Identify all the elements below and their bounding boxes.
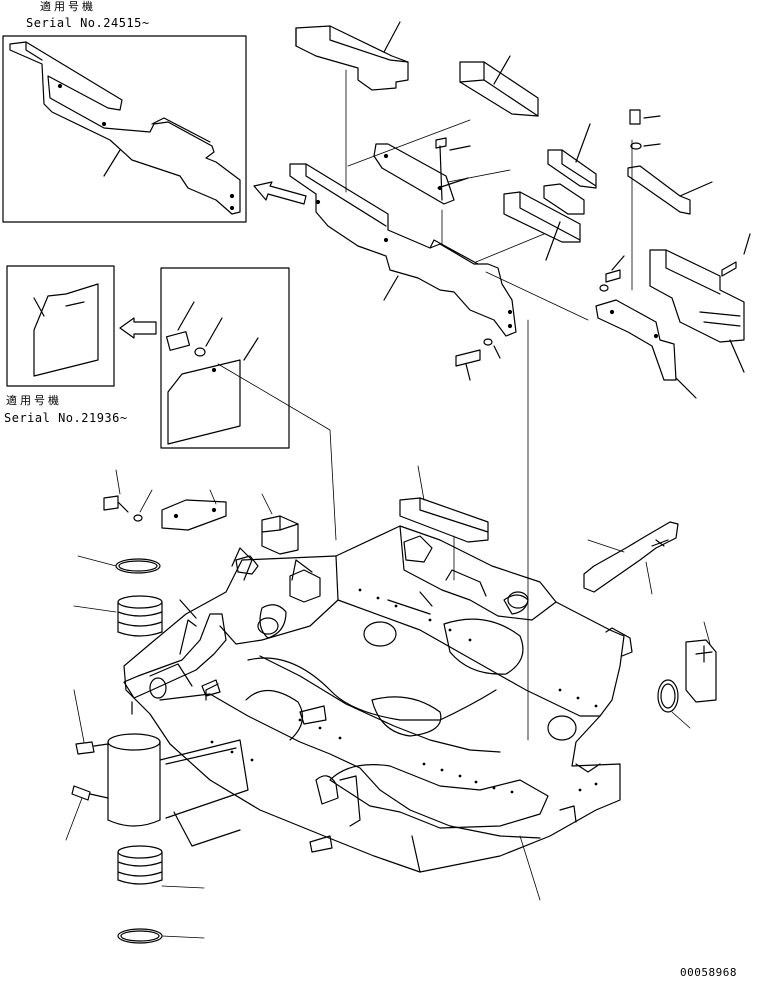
bolt-washer-upper bbox=[436, 138, 500, 380]
bracket-right-upper bbox=[628, 166, 712, 214]
cover-right-pad bbox=[650, 234, 750, 372]
cover-pad-top bbox=[296, 22, 408, 90]
cover-right-wedge bbox=[584, 522, 678, 592]
assembly-leaders bbox=[218, 70, 632, 740]
arrow-to-top-inset bbox=[254, 182, 306, 204]
drawing-number: 00058968 bbox=[680, 966, 737, 979]
serial-number-label-left: Serial No.21936~ bbox=[4, 411, 128, 425]
rubber-pad-3 bbox=[504, 184, 584, 260]
grease-fittings bbox=[72, 742, 108, 800]
rubber-pad-2 bbox=[548, 124, 596, 188]
o-ring-lower bbox=[118, 929, 162, 943]
o-ring-upper bbox=[116, 559, 160, 573]
main-frame-body bbox=[124, 526, 632, 872]
frame-holes bbox=[210, 588, 598, 794]
side-cover-plate bbox=[290, 164, 516, 336]
frame-center-bosses bbox=[258, 536, 528, 634]
cover-right-plate bbox=[596, 256, 696, 398]
inset-box-left-mid bbox=[161, 268, 289, 448]
pad-block-center bbox=[262, 498, 488, 554]
bolt-right-top bbox=[630, 110, 660, 149]
bracket-plate-upper bbox=[374, 144, 468, 204]
applicable-machines-label-left: 適用号機 bbox=[6, 394, 62, 407]
pad-square-right bbox=[686, 640, 716, 702]
seal-ring-right bbox=[658, 680, 678, 712]
inset-box-left-small bbox=[7, 266, 114, 386]
bushing-lower bbox=[118, 846, 162, 884]
swing-boss-cylinder bbox=[108, 734, 248, 846]
arrow-to-left-inset bbox=[120, 318, 156, 338]
bushing-upper bbox=[118, 596, 162, 636]
callout-leaders bbox=[66, 466, 710, 938]
serial-number-label-top: Serial No.24515~ bbox=[26, 16, 150, 30]
rubber-pad-1 bbox=[460, 56, 538, 116]
small-brackets bbox=[202, 556, 326, 724]
arm-bracket-left bbox=[124, 600, 226, 714]
applicable-machines-label-top: 適用号機 bbox=[40, 0, 96, 13]
inset-box-top bbox=[3, 36, 246, 222]
bracket-long-bolt bbox=[104, 496, 226, 530]
